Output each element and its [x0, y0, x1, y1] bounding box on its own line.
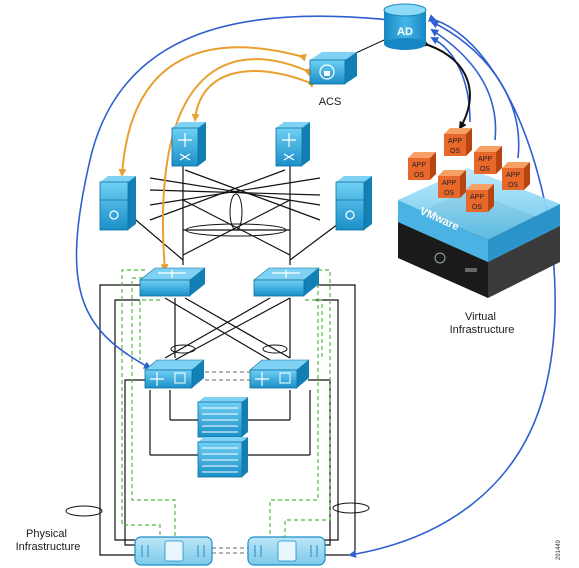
- svg-text:OS: OS: [444, 190, 454, 197]
- aggregation-switch-left[interactable]: [139, 267, 206, 297]
- ad-vmware-link: [421, 39, 471, 130]
- acs-label: ACS: [319, 96, 342, 108]
- svg-text:APP: APP: [448, 138, 462, 145]
- svg-text:OS: OS: [414, 172, 424, 179]
- access-switch-left[interactable]: [144, 359, 205, 389]
- service-module-icon: [99, 176, 136, 231]
- service-module-right[interactable]: [335, 176, 372, 231]
- storage-array-left[interactable]: [134, 536, 213, 566]
- physical-label-line1: Physical: [26, 528, 67, 540]
- access-switch-icon: [249, 359, 310, 389]
- vmware-server[interactable]: VMware APP OS APP OS APP OS: [398, 128, 560, 298]
- blade-chassis-top[interactable]: [197, 397, 248, 438]
- svg-text:OS: OS: [480, 166, 490, 173]
- blade-chassis-icon: [197, 437, 248, 478]
- service-module-left[interactable]: [99, 176, 136, 231]
- virtual-machine-icon: APP OS: [466, 184, 494, 212]
- svg-text:APP: APP: [478, 156, 492, 163]
- virtual-label-line2: Infrastructure: [450, 324, 515, 336]
- database-icon: [383, 3, 427, 50]
- aggregation-switch-right[interactable]: [253, 267, 320, 297]
- virtual-machines: APP OS APP OS APP OS APP OS: [408, 128, 530, 212]
- core-switch-right[interactable]: [275, 122, 310, 167]
- aggregation-switch-icon: [253, 267, 320, 297]
- physical-links: [99, 165, 356, 556]
- service-module-icon: [335, 176, 372, 231]
- access-switch-right[interactable]: [249, 359, 310, 389]
- virtual-machine-icon: APP OS: [474, 146, 502, 174]
- virtual-machine-icon: APP OS: [438, 170, 466, 198]
- virtual-label-line1: Virtual: [465, 311, 496, 323]
- core-switch-icon: [275, 122, 310, 167]
- core-switch-icon: [171, 122, 206, 167]
- storage-array-icon: [247, 536, 326, 566]
- access-switch-icon: [144, 359, 205, 389]
- svg-text:OS: OS: [450, 148, 460, 155]
- physical-label-line2: Infrastructure: [16, 541, 81, 553]
- aggregation-switch-icon: [139, 267, 206, 297]
- figure-id: 291449: [556, 539, 562, 560]
- svg-text:APP: APP: [470, 194, 484, 201]
- ad-database[interactable]: AD: [383, 3, 427, 50]
- svg-text:OS: OS: [508, 182, 518, 189]
- svg-text:APP: APP: [506, 172, 520, 179]
- acs-arrows: [118, 46, 316, 272]
- ad-label: AD: [397, 26, 413, 38]
- virtual-infrastructure-label: Virtual Infrastructure: [450, 311, 515, 336]
- virtual-machine-icon: APP OS: [444, 128, 472, 156]
- storage-array-icon: [134, 536, 213, 566]
- svg-text:APP: APP: [442, 180, 456, 187]
- blade-chassis-icon: [197, 397, 248, 438]
- storage-array-right[interactable]: [247, 536, 326, 566]
- svg-text:APP: APP: [412, 162, 426, 169]
- svg-text:OS: OS: [472, 204, 482, 211]
- acs-appliance[interactable]: ACS: [309, 52, 357, 108]
- acs-appliance-icon: [309, 52, 357, 85]
- core-switch-left[interactable]: [171, 122, 206, 167]
- dashed-links-green: [121, 269, 331, 540]
- virtual-machine-icon: APP OS: [408, 152, 436, 180]
- blade-chassis-bottom[interactable]: [197, 437, 248, 478]
- dashed-links-gray: [205, 371, 250, 554]
- physical-infrastructure-label: Physical Infrastructure: [16, 528, 81, 553]
- virtual-machine-icon: APP OS: [502, 162, 530, 190]
